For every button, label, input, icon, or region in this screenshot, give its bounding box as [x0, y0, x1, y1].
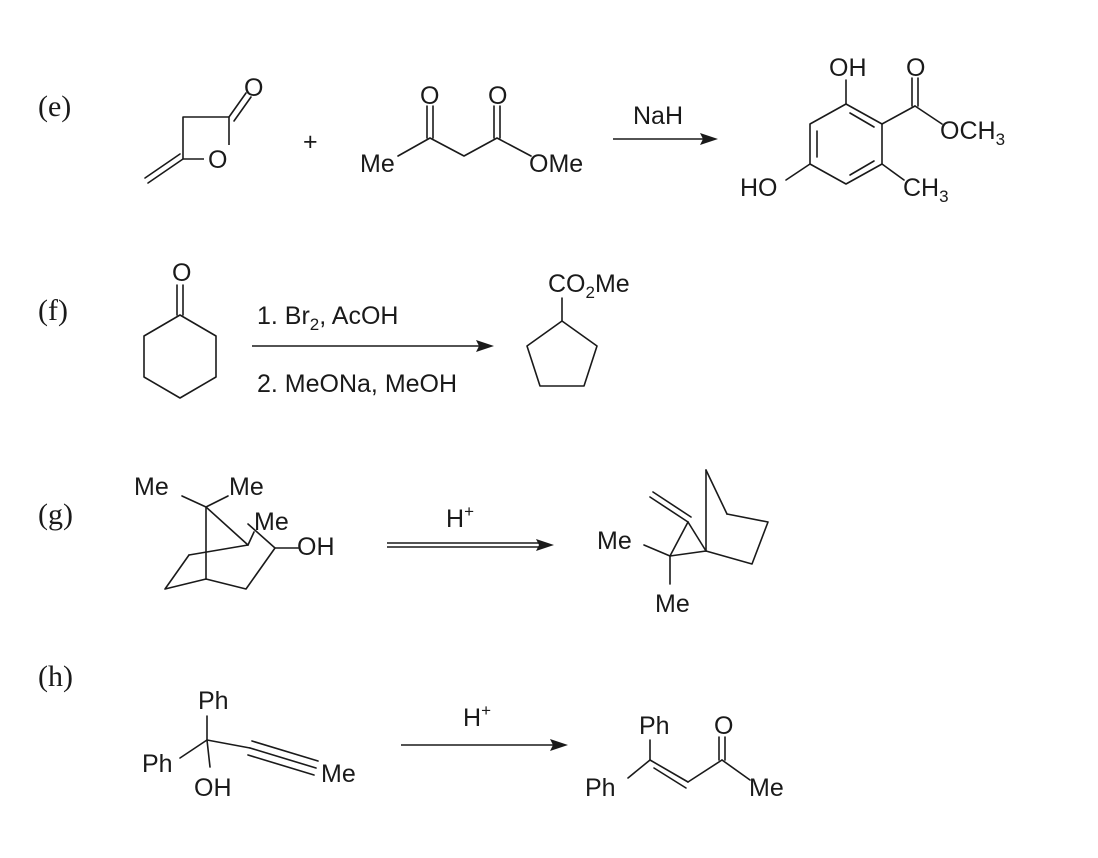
reaction-g: (g) Me Me Me OH H+ — [38, 469, 769, 618]
product-ester-bond — [881, 105, 916, 125]
alkyne-ph-top: Ph — [198, 687, 229, 715]
ketoester-o1: O — [420, 82, 439, 110]
product-ch3-bond — [881, 163, 905, 181]
cyclohexanone-structure: O — [143, 259, 217, 399]
reaction-label-g: (g) — [38, 498, 73, 531]
alkyne-oh: OH — [194, 774, 232, 802]
product-carbonyl-o: O — [906, 54, 925, 82]
diketene-ring-o: O — [208, 146, 227, 174]
reaction-f: (f) O 1. Br2, AcOH 2. MeONa, MeOH CO2Me — [38, 259, 630, 399]
product-co2me: CO2Me — [548, 270, 630, 302]
fenchol-oh: OH — [297, 533, 335, 561]
product-benzene-ring — [809, 103, 883, 185]
diketene-carbonyl-o: O — [244, 74, 263, 102]
reaction-e: (e) O O + O O Me OMe — [38, 54, 1005, 206]
alkyne-ph-left: Ph — [142, 750, 173, 778]
cyclohexanone-o: O — [172, 259, 191, 287]
reagent-step-1: 1. Br2, AcOH — [257, 302, 398, 334]
fenchol-me-3: Me — [254, 508, 289, 536]
diketene-co-bond-1 — [228, 92, 247, 118]
ketoester-o2: O — [488, 82, 507, 110]
reaction-label-f: (f) — [38, 294, 68, 327]
enone-ph-top: Ph — [639, 712, 670, 740]
reaction-h: (h) Ph Ph OH Me H+ — [38, 660, 784, 802]
plus-sign: + — [303, 128, 318, 156]
reaction-arrow-h: H+ — [401, 701, 568, 751]
alkyne-me: Me — [321, 760, 356, 788]
cyclohexane-ring — [143, 314, 217, 399]
ketoester-ome: OMe — [529, 150, 583, 178]
methyl-cyclopentanecarboxylate-structure: CO2Me — [526, 270, 630, 387]
fenchol-me-2: Me — [229, 473, 264, 501]
product-oh: OH — [829, 54, 867, 82]
methyl-acetoacetate-structure: O O Me OMe — [360, 82, 583, 178]
camphene-structure: Me Me — [597, 469, 769, 618]
reaction-arrow-g: H+ — [387, 502, 554, 551]
enone-carbonyl-o: O — [714, 712, 733, 740]
diketene-co-bond-2 — [233, 96, 252, 122]
camphene-me-1: Me — [597, 527, 632, 555]
diketene-o-mask — [204, 145, 232, 173]
ketoester-backbone — [397, 137, 532, 157]
cyclopentane-ring — [526, 320, 598, 387]
reaction-label-h: (h) — [38, 660, 73, 693]
fenchol-structure: Me Me Me OH — [134, 473, 335, 590]
diketene-exo-bond-1 — [147, 158, 184, 184]
fenchol-me-1: Me — [134, 473, 169, 501]
diketene-structure: O O — [144, 74, 263, 184]
reagent-h-plus-g: H+ — [446, 502, 474, 533]
methyl-orsellinate-structure: OH O OCH3 HO CH3 — [740, 54, 1005, 206]
reaction-arrow-e: NaH — [613, 102, 718, 145]
product-ch3: CH3 — [903, 174, 949, 206]
enone-ph-left: Ph — [585, 774, 616, 802]
product-och3: OCH3 — [940, 117, 1005, 149]
reagent-step-2: 2. MeONa, MeOH — [257, 370, 457, 398]
reagent-nah: NaH — [633, 102, 683, 130]
reaction-label-e: (e) — [38, 90, 71, 123]
product-ho-bond — [785, 163, 811, 181]
propargyl-alcohol-structure: Ph Ph OH Me — [142, 687, 356, 802]
diketene-exo-bond-2 — [144, 153, 181, 179]
ketoester-me: Me — [360, 150, 395, 178]
enone-structure: Ph O Ph Me — [585, 712, 784, 802]
enone-me: Me — [749, 774, 784, 802]
reaction-arrow-f: 1. Br2, AcOH 2. MeONa, MeOH — [252, 302, 494, 398]
reagent-h-plus-h: H+ — [463, 701, 491, 732]
product-ho: HO — [740, 174, 778, 202]
camphene-me-2: Me — [655, 590, 690, 618]
